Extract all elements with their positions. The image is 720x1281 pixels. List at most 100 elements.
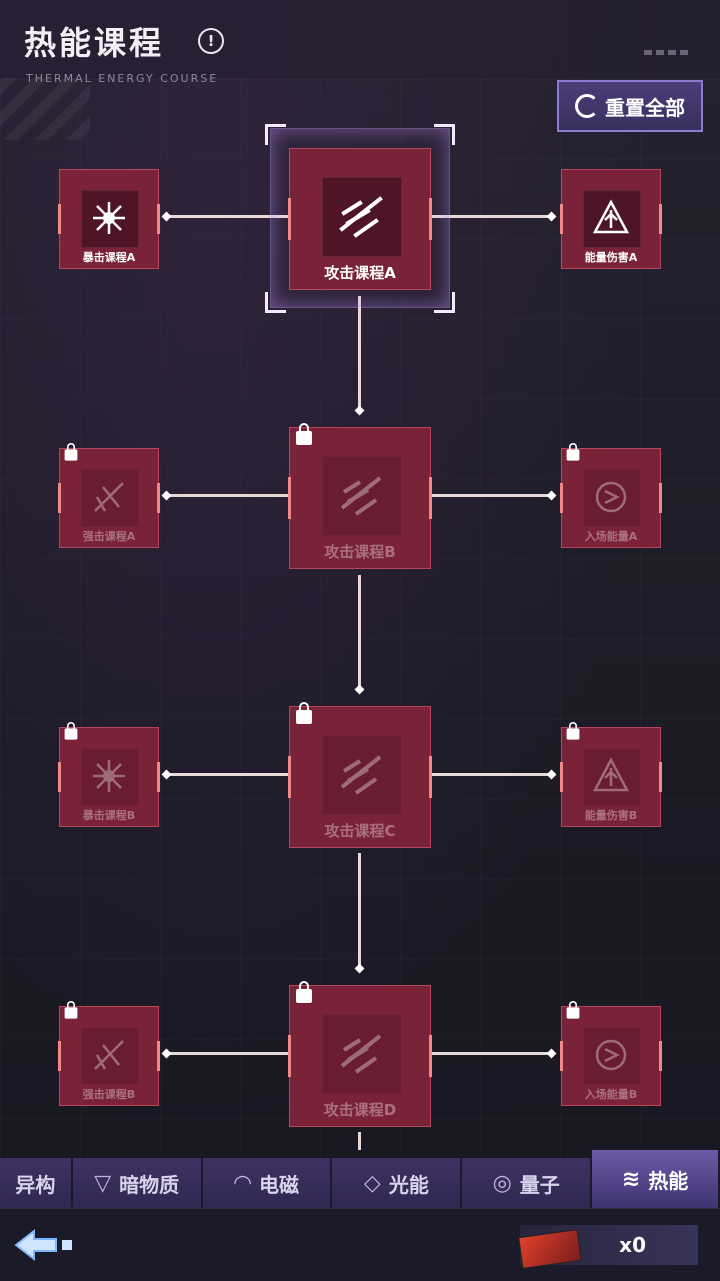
energy-triangle-icon xyxy=(592,757,630,792)
connector-vertical xyxy=(358,296,361,411)
node-attack-a[interactable]: 攻击课程A xyxy=(288,148,432,290)
attack-slash-icon xyxy=(340,476,382,516)
page-subtitle: THERMAL ENERGY COURSE xyxy=(26,72,219,85)
crit-burst-icon xyxy=(93,202,125,234)
selection-corner xyxy=(265,292,286,313)
lock-icon xyxy=(64,1001,78,1019)
reset-all-button[interactable]: 重置全部 xyxy=(557,80,703,132)
node-energy-damage-b[interactable]: 能量伤害B xyxy=(560,727,662,827)
electromagnetic-icon: ◠ xyxy=(234,1170,251,1196)
header-deco-bars xyxy=(644,50,692,55)
node-attack-c[interactable]: 攻击课程C xyxy=(288,706,432,848)
attack-slash-icon xyxy=(340,755,382,795)
node-icon-frame xyxy=(81,748,139,806)
swirl-icon xyxy=(595,481,627,513)
node-label: 强击课程B xyxy=(82,1088,136,1101)
reset-all-label: 重置全部 xyxy=(605,95,685,120)
node-icon-frame xyxy=(81,469,139,527)
connector-horizontal xyxy=(432,773,552,776)
node-icon-frame xyxy=(81,1027,139,1085)
node-label: 暴击课程A xyxy=(82,251,136,264)
strike-icon xyxy=(94,1040,124,1070)
info-icon[interactable]: ! xyxy=(198,28,224,54)
connector-horizontal xyxy=(168,773,288,776)
header: 热能课程 ! xyxy=(0,0,720,78)
node-icon-frame xyxy=(583,748,641,806)
connector-vertical xyxy=(358,575,361,690)
node-strong-b[interactable]: 强击课程B xyxy=(58,1006,160,1106)
tab-heterostructure[interactable]: 异构 xyxy=(0,1158,73,1208)
node-label: 攻击课程A xyxy=(324,264,396,282)
energy-triangle-icon xyxy=(592,199,630,234)
refresh-icon xyxy=(575,94,599,118)
lock-icon xyxy=(566,722,580,740)
dark-matter-icon: ▽ xyxy=(94,1170,112,1196)
node-label: 攻击课程D xyxy=(323,1101,397,1119)
node-label: 能量伤害A xyxy=(584,251,638,264)
node-attack-b[interactable]: 攻击课程B xyxy=(288,427,432,569)
node-energy-damage-a[interactable]: 能量伤害A xyxy=(560,169,662,269)
node-icon-frame xyxy=(322,1014,402,1094)
node-label: 入场能量B xyxy=(584,1088,638,1101)
node-entry-energy-a[interactable]: 入场能量A xyxy=(560,448,662,548)
lock-icon xyxy=(64,442,78,461)
tab-label: 光能 xyxy=(388,1172,429,1197)
swirl-icon xyxy=(595,1039,627,1071)
quantum-icon: ◎ xyxy=(492,1170,512,1196)
selection-corner xyxy=(434,292,455,313)
tab-label: 量子 xyxy=(519,1172,560,1197)
connector-horizontal xyxy=(168,494,288,497)
tab-quantum[interactable]: ◎ 量子 xyxy=(462,1158,593,1208)
node-label: 能量伤害B xyxy=(584,809,638,822)
connector-horizontal xyxy=(432,215,552,218)
category-tabs: 异构 ▽ 暗物质 ◠ 电磁 ◇ 光能 ◎ 量子 ≋ 热能 xyxy=(0,1150,720,1208)
light-energy-icon: ◇ xyxy=(363,1170,381,1196)
decorative-stripes xyxy=(0,70,90,140)
node-icon-frame xyxy=(583,469,641,527)
tab-label: 热能 xyxy=(648,1168,689,1193)
lock-icon xyxy=(296,423,312,445)
selection-frame xyxy=(270,128,450,308)
tab-thermal[interactable]: ≋ 热能 xyxy=(592,1150,720,1208)
lock-icon xyxy=(296,702,312,724)
attack-slash-icon xyxy=(340,1034,382,1074)
item-counter[interactable]: x0 xyxy=(518,1225,698,1270)
node-icon-frame xyxy=(583,1027,641,1085)
page-title: 热能课程 xyxy=(24,24,165,62)
connector-horizontal xyxy=(168,1052,288,1055)
tab-light-energy[interactable]: ◇ 光能 xyxy=(332,1158,463,1208)
crit-burst-icon xyxy=(93,760,125,792)
connector-vertical xyxy=(358,1132,361,1150)
back-arrow-icon[interactable] xyxy=(12,1225,76,1265)
connector-horizontal xyxy=(168,215,288,218)
strike-icon xyxy=(94,482,124,512)
selection-corner xyxy=(265,124,286,145)
course-card-icon xyxy=(518,1228,582,1270)
tab-label: 电磁 xyxy=(259,1172,299,1197)
tab-label: 暗物质 xyxy=(119,1172,180,1197)
thermal-icon: ≋ xyxy=(621,1166,641,1192)
node-icon-frame xyxy=(322,456,402,536)
node-crit-b[interactable]: 暴击课程B xyxy=(58,727,160,827)
lock-icon xyxy=(566,1001,580,1019)
node-label: 暴击课程B xyxy=(82,809,136,822)
node-crit-a[interactable]: 暴击课程A xyxy=(58,169,160,269)
node-attack-d[interactable]: 攻击课程D xyxy=(288,985,432,1127)
lock-icon xyxy=(64,722,78,740)
attack-slash-icon xyxy=(339,196,383,238)
node-label: 强击课程A xyxy=(82,530,136,543)
node-entry-energy-b[interactable]: 入场能量B xyxy=(560,1006,662,1106)
connector-horizontal xyxy=(432,1052,552,1055)
selection-corner xyxy=(434,124,455,145)
node-icon-frame xyxy=(322,177,402,257)
node-label: 攻击课程C xyxy=(324,822,396,840)
item-count: x0 xyxy=(619,1233,646,1257)
node-strong-a[interactable]: 强击课程A xyxy=(58,448,160,548)
node-icon-frame xyxy=(322,735,402,815)
lock-icon xyxy=(566,442,580,461)
tab-dark-matter[interactable]: ▽ 暗物质 xyxy=(72,1158,203,1208)
node-label: 攻击课程B xyxy=(324,543,396,561)
connector-horizontal xyxy=(432,494,552,497)
node-label: 入场能量A xyxy=(584,530,638,543)
tab-electromagnetic[interactable]: ◠ 电磁 xyxy=(202,1158,333,1208)
